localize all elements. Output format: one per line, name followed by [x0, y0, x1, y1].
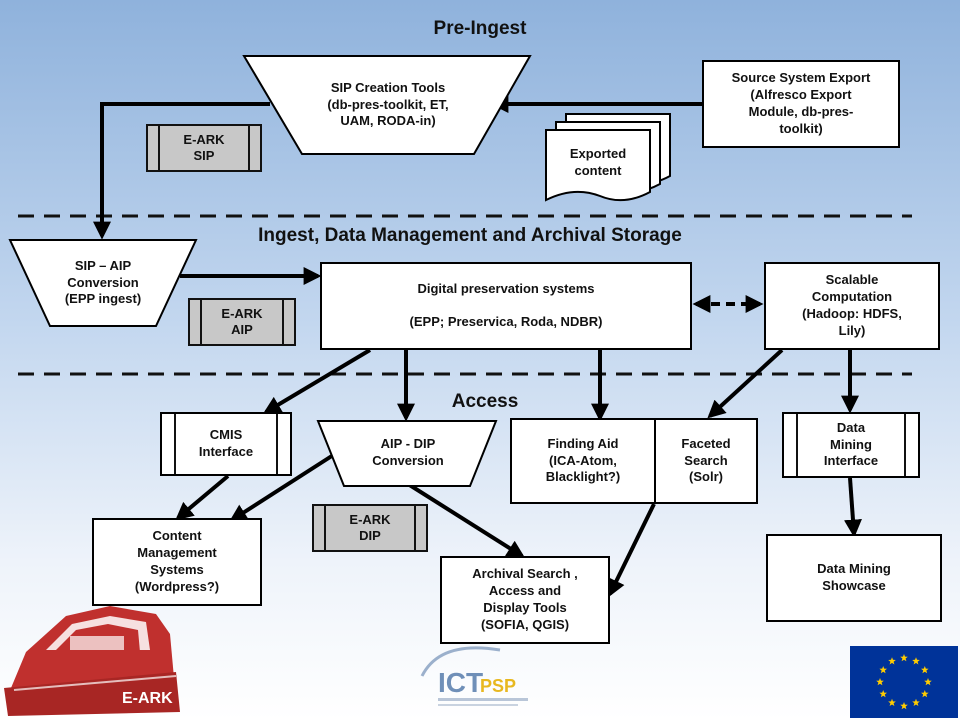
section-title-ingest: Ingest, Data Management and Archival Sto…: [258, 225, 682, 246]
scalable-computation: Scalable Computation (Hadoop: HDFS, Lily…: [764, 262, 940, 350]
arrow-dm-interface-to-showcase: [843, 477, 862, 538]
package-e-ark-aip: E-ARK AIP: [188, 298, 296, 346]
data-mining-showcase: Data Mining Showcase: [766, 534, 942, 622]
faceted-search: Faceted Search (Solr): [654, 418, 758, 504]
section-title-pre-ingest: Pre-Ingest: [433, 18, 527, 39]
arrow-aip-dip-to-archival: [406, 482, 526, 558]
sip-aip-shape: [8, 239, 198, 327]
aip-dip-shape: [316, 420, 498, 487]
arrow-scalable-to-faceted: [707, 348, 784, 419]
arrow-aip-dip-to-cms: [228, 450, 340, 522]
sip-creation-tools: SIP Creation Tools (db-pres-toolkit, ET,…: [327, 79, 449, 129]
dps-subtitle: (EPP; Preservica, Roda, NDBR): [409, 314, 603, 329]
cmis-interface: CMIS Interface: [160, 412, 292, 476]
exported-content-stack: [545, 113, 671, 202]
archival-search-tools: Archival Search , Access and Display Too…: [440, 556, 610, 644]
package-e-ark-dip: E-ARK DIP: [312, 504, 428, 552]
sip-aip-conversion: SIP – AIP Conversion (EPP ingest): [64, 257, 142, 307]
exported-content: Exported content: [569, 146, 627, 178]
aip-dip-conversion: AIP - DIP Conversion: [372, 436, 444, 468]
dps-title: Digital preservation systems: [417, 281, 595, 297]
content-management-systems: Content Management Systems (Wordpress?): [92, 518, 262, 606]
data-mining-interface: Data Mining Interface: [782, 412, 920, 478]
section-title-access: Access: [451, 391, 519, 412]
arrow-cmis-to-cms: [175, 474, 230, 521]
package-e-ark-sip: E-ARK SIP: [146, 124, 262, 172]
sip-creation-shape: [242, 55, 532, 155]
finding-aid: Finding Aid (ICA-Atom, Blacklight?): [510, 418, 656, 504]
arrow-faceted-to-archival: [608, 503, 656, 598]
arrow-sip-creation-to-sip-aip: [93, 102, 270, 240]
digital-preservation-systems: Digital preservation systems (EPP; Prese…: [320, 262, 692, 350]
source-system-export: Source System Export (Alfresco Export Mo…: [702, 60, 900, 148]
arrow-dps-to-cmis: [262, 348, 372, 414]
